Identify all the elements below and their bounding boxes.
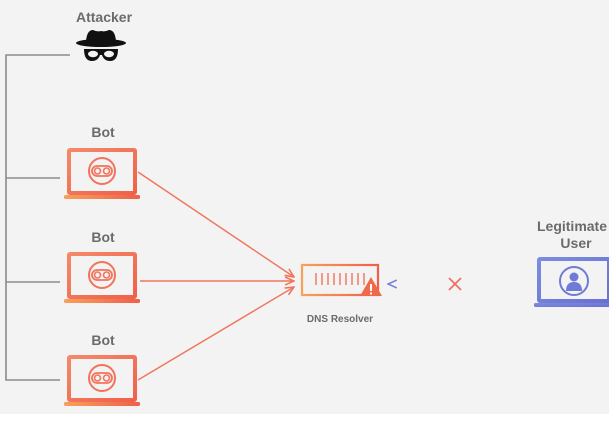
x-mark-icon xyxy=(448,277,462,291)
dns-flood-diagram: Attacker Bot Bot xyxy=(5,9,609,406)
legitimate-traffic xyxy=(388,277,528,291)
dns-resolver: DNS Resolver xyxy=(300,263,382,325)
bot-label-1: Bot xyxy=(91,124,115,140)
attack-line-bot-1 xyxy=(137,171,294,277)
dns-resolver-label: DNS Resolver xyxy=(307,314,373,325)
attack-traffic xyxy=(137,171,294,381)
attack-line-bot-3 xyxy=(137,287,294,381)
spy-hat-icon xyxy=(76,30,126,61)
attacker-label: Attacker xyxy=(76,9,133,25)
control-bracket xyxy=(5,54,70,381)
bot-laptop-1 xyxy=(64,148,140,199)
bot-label-3: Bot xyxy=(91,332,115,348)
robot-face-icon xyxy=(88,364,116,392)
user-laptop xyxy=(534,257,609,307)
robot-face-icon xyxy=(88,261,116,289)
bot-laptop-3 xyxy=(64,355,140,406)
warning-triangle-icon xyxy=(360,277,382,296)
diagram-canvas: Attacker Bot Bot xyxy=(0,0,609,414)
bot-laptop-2 xyxy=(64,252,140,303)
user-avatar-icon xyxy=(559,266,589,296)
robot-face-icon xyxy=(88,157,116,185)
bot-label-2: Bot xyxy=(91,229,115,245)
legitimate-user-label-line2: User xyxy=(560,235,592,251)
legitimate-user-label-line1: Legitimate xyxy=(537,218,607,234)
